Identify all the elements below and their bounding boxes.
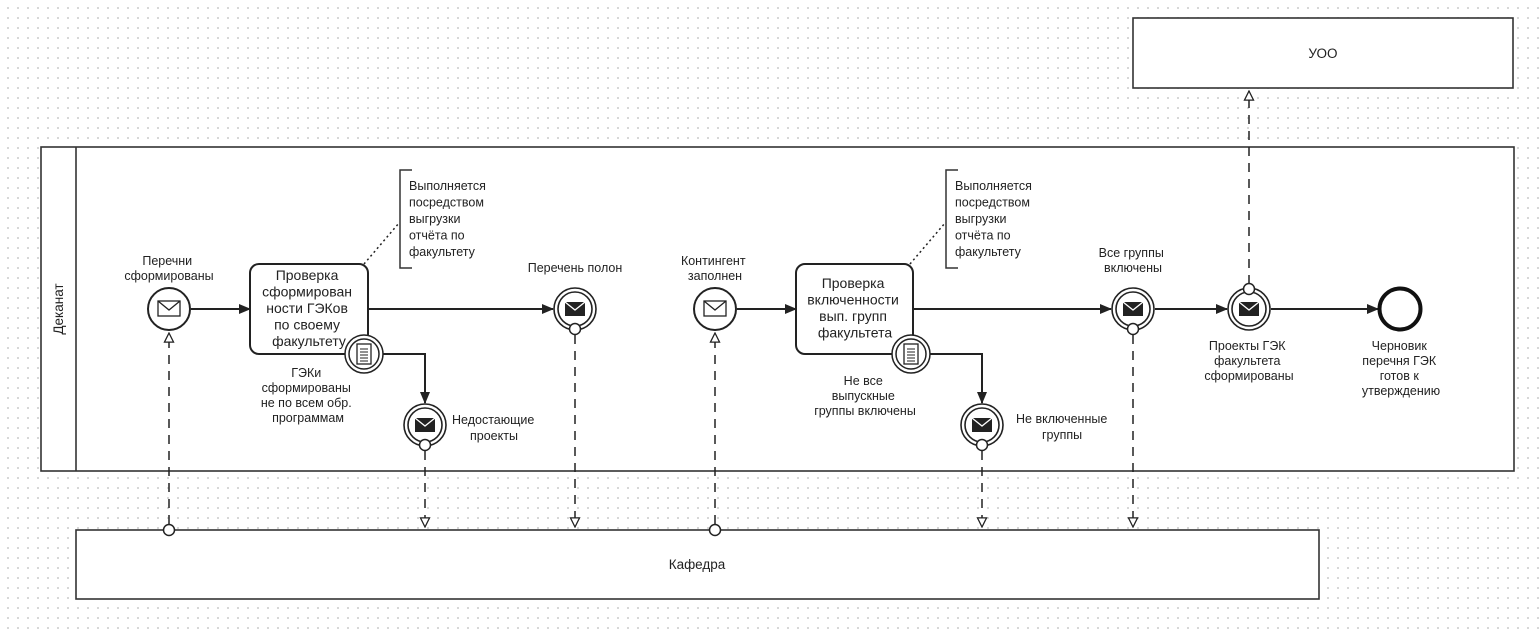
envelope-icon (414, 417, 436, 432)
annotation-association (363, 222, 400, 265)
sequence-flow[interactable] (383, 353, 430, 404)
annotation-text: Выполняется посредством выгрузки отчёта … (955, 179, 1035, 259)
throw-event-proekty-gek[interactable] (1227, 282, 1271, 331)
sequence-flow[interactable] (930, 353, 987, 404)
pool-dekanat-label: Деканат (51, 283, 66, 334)
task-proverka-grupp[interactable]: Проверка включенности вып. групп факульт… (795, 263, 914, 355)
throw-event-perechen-polon[interactable] (553, 287, 597, 336)
envelope-icon (703, 300, 727, 317)
message-flow-start (162, 523, 176, 537)
pool-kafedra-label: Кафедра (669, 557, 726, 572)
throw-event-ne-vklyuchennye[interactable] (960, 403, 1004, 452)
boundary-event-gek[interactable] (344, 334, 384, 374)
end-event-chernovik[interactable] (1377, 286, 1423, 332)
document-icon (356, 343, 372, 365)
event-label: Контингент заполнен (681, 254, 749, 283)
task-proverka-gek[interactable]: Проверка сформирован ности ГЭКов по свое… (249, 263, 369, 355)
event-label: Перечни сформированы (124, 254, 213, 283)
pool-kafedra[interactable]: Кафедра (75, 529, 1320, 600)
sequence-flows (191, 304, 1379, 404)
throw-event-vse-gruppy[interactable] (1111, 287, 1155, 336)
text-annotation[interactable]: Выполняется посредством выгрузки отчёта … (945, 169, 1035, 269)
task-label: Проверка включенности вып. групп факульт… (807, 275, 903, 341)
event-label: Не включенные группы (1016, 412, 1111, 442)
throw-event-nedostayushchie[interactable] (403, 403, 447, 452)
text-annotation[interactable]: Выполняется посредством выгрузки отчёта … (399, 169, 489, 269)
envelope-icon (971, 417, 993, 432)
start-event-kontingent[interactable] (693, 287, 737, 331)
envelope-icon (1238, 301, 1260, 316)
event-label: Все группы включены (1099, 246, 1168, 275)
envelope-icon (564, 301, 586, 316)
annotation-text: Выполняется посредством выгрузки отчёта … (409, 179, 489, 259)
event-label: Черновик перечня ГЭК готов к утверждению (1362, 339, 1440, 398)
event-label: Проекты ГЭК факультета сформированы (1204, 339, 1293, 383)
boundary-label: ГЭКи сформированы не по всем обр. програ… (261, 366, 355, 425)
pool-uoo-label: УОО (1308, 46, 1337, 61)
start-event-perechni[interactable] (147, 287, 191, 331)
envelope-icon (1122, 301, 1144, 316)
envelope-icon (157, 300, 181, 317)
boundary-label: Не все выпускные группы включены (814, 374, 916, 418)
boundary-event-ne-vse[interactable] (891, 334, 931, 374)
event-label: Недостающие проекты (452, 413, 538, 443)
message-flows (162, 91, 1250, 537)
task-label: Проверка сформирован ности ГЭКов по свое… (262, 267, 356, 349)
pool-uoo[interactable]: УОО (1132, 17, 1514, 89)
message-flow-start (708, 523, 722, 537)
document-icon (903, 343, 919, 365)
event-label: Перечень полон (528, 261, 623, 275)
annotation-association (909, 222, 946, 265)
